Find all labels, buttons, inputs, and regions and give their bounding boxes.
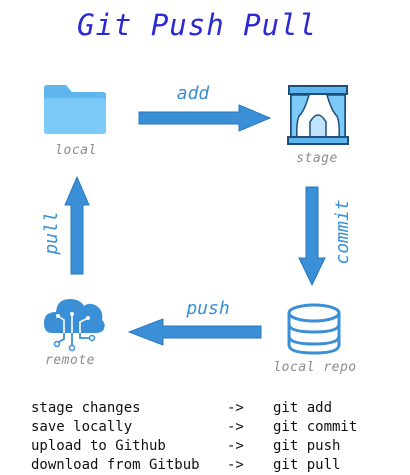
legend-arrow: -> [227, 438, 244, 454]
page-title: Git Push Pull [77, 8, 317, 42]
pull-label: pull [41, 211, 62, 255]
cloud-network-icon [44, 299, 105, 352]
add-arrow [138, 104, 272, 132]
legend-command: git push [273, 438, 341, 454]
legend-row: upload to Github -> git push [31, 437, 383, 456]
node-label-local-repo: local repo [273, 360, 356, 375]
add-label: add [177, 83, 211, 104]
legend-action: save locally [31, 419, 133, 435]
push-label: push [185, 298, 229, 319]
legend-row: download from Gitbub -> git pull [31, 456, 383, 475]
legend-action: download from Gitbub [31, 457, 200, 473]
database-icon [287, 303, 341, 355]
pull-arrow [64, 175, 90, 275]
folder-icon [44, 85, 106, 134]
legend-command: git pull [273, 457, 341, 473]
legend-row: save locally -> git commit [31, 418, 383, 437]
node-label-remote: remote [45, 353, 95, 368]
legend-action: upload to Github [31, 438, 166, 454]
legend-action: stage changes [31, 400, 141, 416]
commit-arrow [298, 186, 326, 287]
legend-arrow: -> [227, 419, 244, 435]
legend-arrow: -> [227, 400, 244, 416]
node-label-stage: stage [296, 151, 338, 166]
legend-row: stage changes -> git add [31, 399, 383, 418]
command-legend: stage changes -> git add save locally ->… [31, 399, 383, 475]
push-arrow [127, 318, 262, 346]
commit-label: commit [332, 199, 353, 264]
legend-command: git add [273, 400, 333, 416]
node-label-local: local [55, 143, 97, 158]
legend-command: git commit [273, 419, 358, 435]
legend-arrow: -> [227, 457, 244, 473]
stage-curtain-icon [287, 85, 349, 145]
